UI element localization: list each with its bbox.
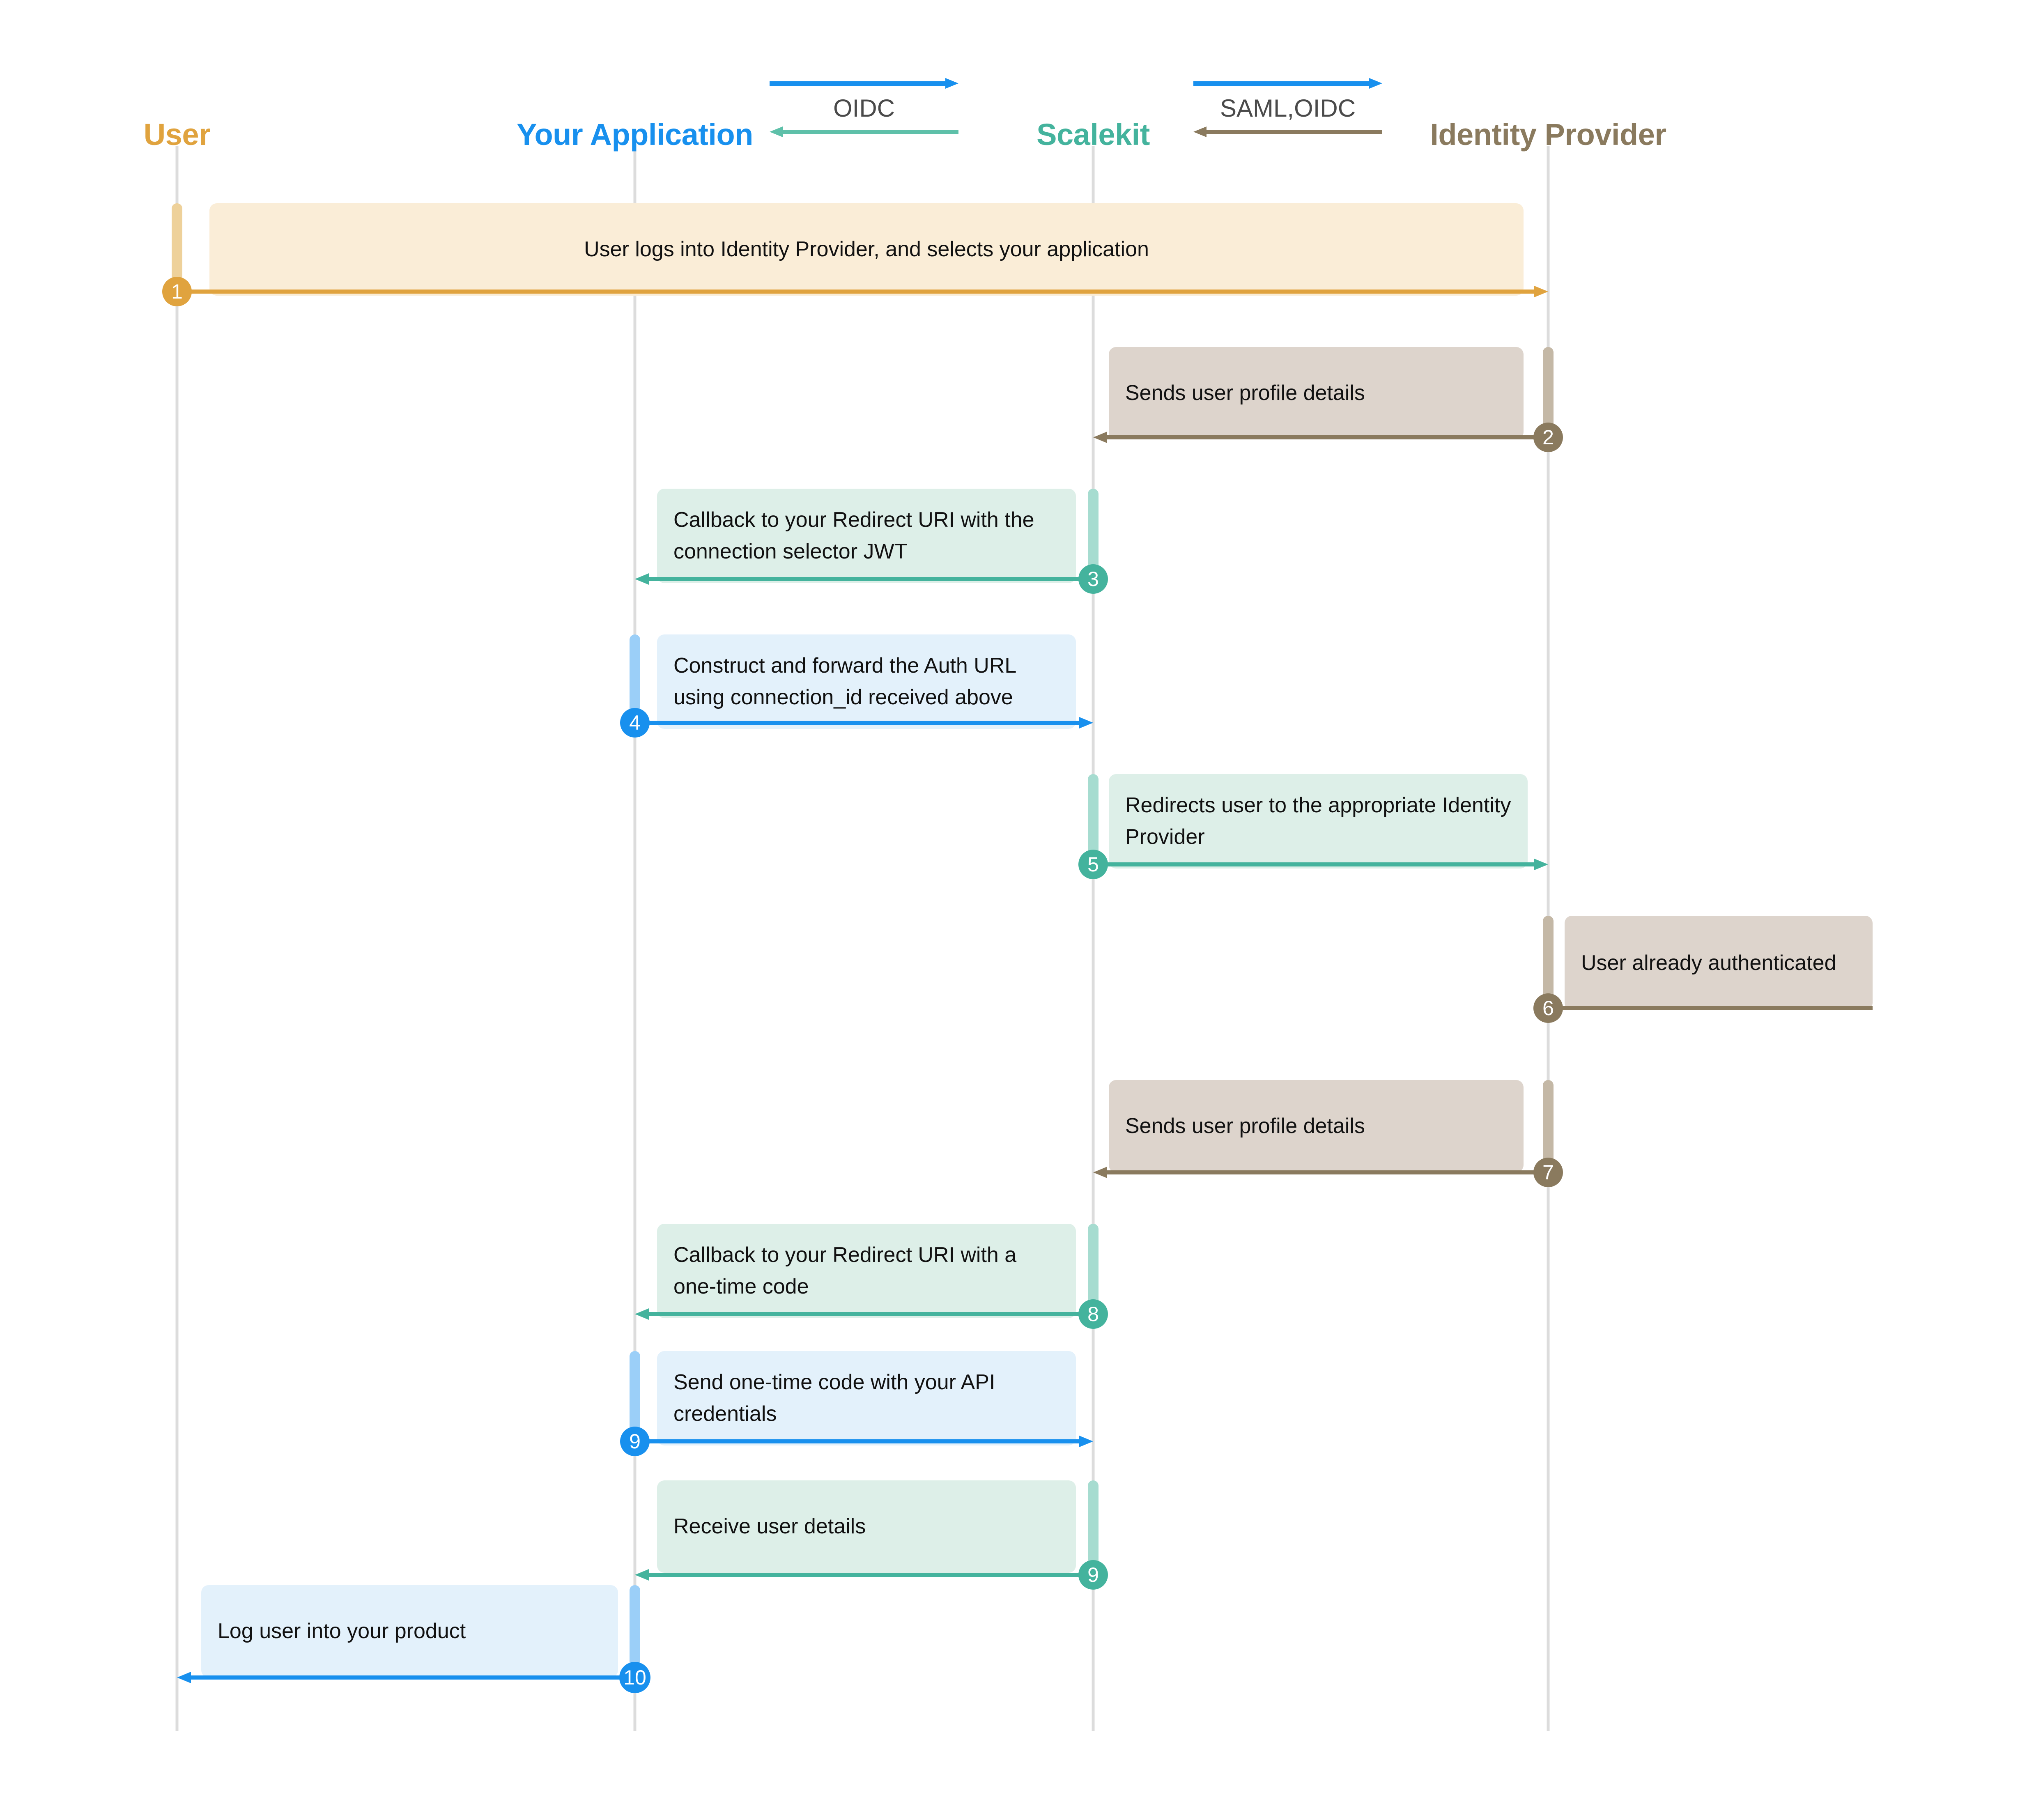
step-badge-1-0[interactable]: 1 — [162, 277, 192, 306]
message-arrow-step-9-8 — [635, 1436, 1093, 1447]
message-arrow-step-9-9 — [635, 1569, 1093, 1581]
activation-bar-step-4-3 — [630, 634, 640, 719]
message-box-step-7-6: Sends user profile details — [1109, 1080, 1524, 1172]
message-box-step-9-9: Receive user details — [657, 1480, 1076, 1573]
activation-bar-step-10-10 — [630, 1585, 640, 1673]
lifeline-user — [175, 146, 179, 1731]
activation-bar-step-7-6 — [1543, 1080, 1554, 1164]
message-box-step-3-2: Callback to your Redirect URI with the c… — [657, 489, 1076, 583]
message-box-step-8-7: Callback to your Redirect URI with a one… — [657, 1224, 1076, 1318]
message-arrow-step-6-5 — [1548, 1003, 1873, 1013]
legend-oidc-top-arrow-icon — [770, 78, 958, 89]
message-label-step-3-2: Callback to your Redirect URI with the c… — [673, 508, 1034, 563]
step-badge-10-10[interactable]: 10 — [619, 1662, 650, 1693]
message-box-step-2-1: Sends user profile details — [1109, 347, 1524, 439]
message-box-step-5-4: Redirects user to the appropriate Identi… — [1109, 774, 1528, 869]
message-box-step-1-0: User logs into Identity Provider, and se… — [209, 203, 1524, 296]
message-label-step-9-8: Send one-time code with your API credent… — [673, 1370, 995, 1426]
activation-bar-step-3-2 — [1088, 489, 1099, 573]
legend-saml-oidc-bottom-arrow-icon — [1193, 126, 1382, 137]
message-label-step-7-6: Sends user profile details — [1125, 1114, 1365, 1138]
message-box-step-10-10: Log user into your product — [201, 1585, 618, 1678]
message-box-step-9-8: Send one-time code with your API credent… — [657, 1351, 1076, 1445]
legend-oidc-bottom-arrow-icon — [770, 126, 958, 137]
activation-bar-step-5-4 — [1088, 774, 1099, 858]
step-badge-7-6[interactable]: 7 — [1533, 1158, 1563, 1187]
step-badge-9-8[interactable]: 9 — [620, 1427, 650, 1456]
step-badge-4-3[interactable]: 4 — [620, 708, 650, 738]
message-label-step-1-0: User logs into Identity Provider, and se… — [584, 237, 1149, 262]
message-label-step-9-9: Receive user details — [673, 1514, 866, 1539]
actor-header-user: User — [143, 117, 211, 152]
message-label-step-4-3: Construct and forward the Auth URL using… — [673, 654, 1016, 709]
step-badge-8-7[interactable]: 8 — [1078, 1299, 1108, 1329]
message-label-step-8-7: Callback to your Redirect URI with a one… — [673, 1243, 1017, 1298]
lifeline-app — [633, 146, 637, 1731]
actor-header-scalekit: Scalekit — [1036, 117, 1150, 152]
message-arrow-step-1-0 — [177, 286, 1548, 297]
activation-bar-step-9-9 — [1088, 1480, 1099, 1569]
step-badge-2-1[interactable]: 2 — [1533, 423, 1563, 452]
message-arrow-step-4-3 — [635, 717, 1093, 728]
lifeline-scalekit — [1092, 146, 1095, 1731]
activation-bar-step-9-8 — [630, 1351, 640, 1435]
message-label-step-5-4: Redirects user to the appropriate Identi… — [1125, 793, 1511, 849]
legend-oidc-label: OIDC — [833, 94, 895, 122]
message-arrow-step-2-1 — [1093, 432, 1548, 443]
step-badge-9-9[interactable]: 9 — [1078, 1560, 1108, 1590]
step-badge-6-5[interactable]: 6 — [1533, 993, 1563, 1023]
message-arrow-step-10-10 — [177, 1672, 635, 1683]
legend-oidc: OIDC — [770, 78, 958, 137]
message-label-step-6-5: User already authenticated — [1581, 951, 1836, 975]
message-arrow-step-7-6 — [1093, 1167, 1548, 1178]
step-badge-5-4[interactable]: 5 — [1078, 850, 1108, 879]
activation-bar-step-6-5 — [1543, 916, 1554, 1004]
message-label-step-10-10: Log user into your product — [218, 1619, 466, 1643]
activation-bar-step-8-7 — [1088, 1224, 1099, 1308]
activation-bar-step-2-1 — [1543, 347, 1554, 431]
legend-saml-oidc: SAML,OIDC — [1193, 78, 1382, 137]
step-badge-3-2[interactable]: 3 — [1078, 564, 1108, 594]
message-arrow-step-8-7 — [635, 1308, 1093, 1320]
message-arrow-step-3-2 — [635, 573, 1093, 585]
actor-header-app: Your Application — [517, 117, 753, 152]
message-label-step-2-1: Sends user profile details — [1125, 381, 1365, 405]
legend-saml-oidc-label: SAML,OIDC — [1220, 94, 1356, 122]
message-box-step-4-3: Construct and forward the Auth URL using… — [657, 634, 1076, 729]
actor-header-idp: Identity Provider — [1430, 117, 1666, 152]
legend-saml-oidc-top-arrow-icon — [1193, 78, 1382, 89]
message-arrow-step-5-4 — [1093, 859, 1548, 870]
message-box-step-6-5: User already authenticated — [1565, 916, 1873, 1010]
